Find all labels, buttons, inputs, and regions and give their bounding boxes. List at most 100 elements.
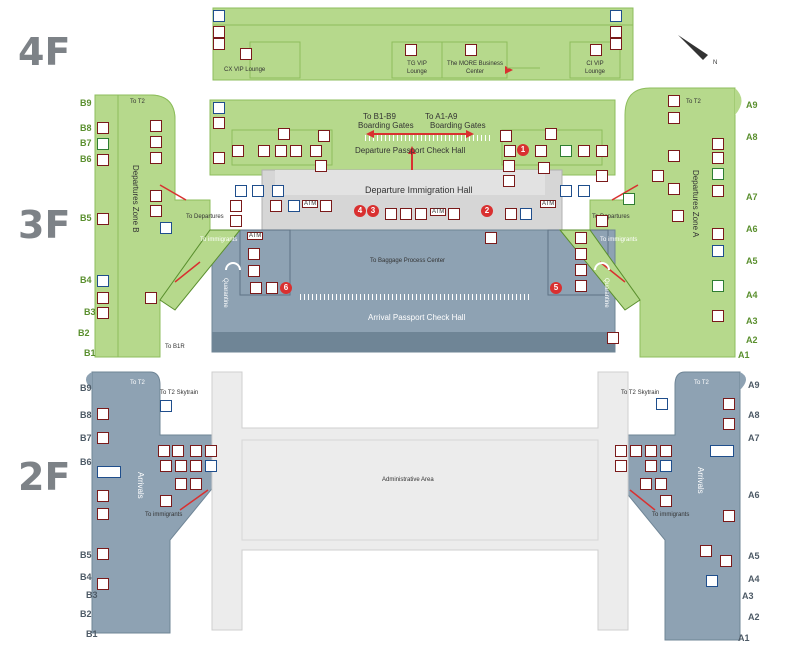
gate-b5-2f: B5 <box>80 550 92 560</box>
shop-icon <box>97 292 109 304</box>
boarding-gates-left-label: Boarding Gates <box>358 121 414 130</box>
wheelchair-icon <box>706 575 718 587</box>
shop-icon <box>596 145 608 157</box>
internet-icon <box>645 460 657 472</box>
help-icon <box>723 510 735 522</box>
restroom-icon <box>213 10 225 22</box>
restaurant-icon <box>503 175 515 187</box>
restroom-icon <box>213 26 225 38</box>
compass-north: N <box>713 60 718 66</box>
gate-b5-3f: B5 <box>80 213 92 223</box>
gate-b6-2f: B6 <box>80 457 92 467</box>
shop-icon <box>535 145 547 157</box>
help-icon <box>150 190 162 202</box>
restroom-icon <box>213 102 225 114</box>
boarding-gates-right-label: Boarding Gates <box>430 121 486 130</box>
shop-icon <box>190 478 202 490</box>
marker-5: 5 <box>550 282 562 294</box>
shop-icon <box>503 160 515 172</box>
wheelchair-icon <box>160 222 172 234</box>
departures-zone-a-label: Departures Zone A <box>691 170 700 238</box>
to-immigrants-2f-right-label: To immigrants <box>652 512 690 518</box>
arrival-plane-icon <box>97 466 121 478</box>
shop-icon <box>575 264 587 276</box>
internet-icon <box>258 145 270 157</box>
shop-icon <box>575 280 587 292</box>
restaurant-icon <box>230 215 242 227</box>
shop-icon <box>712 185 724 197</box>
shop-icon <box>205 445 217 457</box>
gate-a7-2f: A7 <box>748 433 760 443</box>
gate-a5-2f: A5 <box>748 551 760 561</box>
gate-b7-2f: B7 <box>80 433 92 443</box>
gate-b8-2f: B8 <box>80 410 92 420</box>
duty-free-icon <box>97 578 109 590</box>
shop-icon <box>655 478 667 490</box>
restroom-icon <box>190 445 202 457</box>
shop-icon <box>290 145 302 157</box>
book-icon <box>97 275 109 287</box>
restaurant-icon <box>175 460 187 472</box>
duty-free-icon <box>172 445 184 457</box>
to-a1-a9-label: To A1-A9 <box>425 112 458 121</box>
gate-a1-3f: A1 <box>738 350 750 360</box>
shop-icon <box>248 248 260 260</box>
restaurant-icon <box>596 215 608 227</box>
gate-b4-3f: B4 <box>80 275 92 285</box>
lounge-icon <box>240 48 252 60</box>
shop-icon <box>712 152 724 164</box>
shop-icon <box>97 432 109 444</box>
to-t2-3f-right-label: To T2 <box>686 99 701 105</box>
lounge-ci-vip: CI VIP Lounge <box>584 61 606 75</box>
shop-icon <box>150 205 162 217</box>
shop-icon <box>545 128 557 140</box>
to-t2-2f-left-label: To T2 <box>130 380 145 386</box>
atm-label: ATM <box>540 200 557 208</box>
floor-label-2f: 2F <box>18 455 71 499</box>
shop-icon <box>270 200 282 212</box>
gate-a7-3f: A7 <box>746 192 758 202</box>
internet-icon <box>400 208 412 220</box>
shop-icon <box>160 495 172 507</box>
gate-b6-3f: B6 <box>80 154 92 164</box>
gate-b2-3f: B2 <box>78 328 90 338</box>
gate-b1-2f: B1 <box>86 629 98 639</box>
massage-icon <box>504 145 516 157</box>
restroom-icon <box>645 445 657 457</box>
exchange-icon <box>623 193 635 205</box>
restroom-icon <box>213 38 225 50</box>
restroom-icon <box>272 185 284 197</box>
gate-b3-3f: B3 <box>84 307 96 317</box>
book-icon <box>520 208 532 220</box>
restaurant-icon <box>712 228 724 240</box>
shop-icon <box>700 545 712 557</box>
exchange-icon <box>712 280 724 292</box>
departures-zone-b-label: Departures Zone B <box>131 165 140 233</box>
internet-icon <box>150 136 162 148</box>
restroom-icon <box>235 185 247 197</box>
restroom-icon <box>610 26 622 38</box>
arrival-plane-icon <box>710 445 734 457</box>
marker-6: 6 <box>280 282 292 294</box>
floor-2-plan <box>86 371 746 641</box>
arrivals-right-label: Arrivals <box>696 467 705 494</box>
gate-a3-2f: A3 <box>742 591 754 601</box>
duty-free-icon <box>266 282 278 294</box>
shop-icon <box>278 128 290 140</box>
to-b1r-label: To B1R <box>165 344 185 350</box>
to-b1-b9-label: To B1-B9 <box>363 112 396 121</box>
lounge-icon <box>405 44 417 56</box>
restroom-icon <box>720 555 732 567</box>
baby-care-icon <box>205 460 217 472</box>
gate-a2-3f: A2 <box>746 335 758 345</box>
shop-icon <box>160 460 172 472</box>
atm-label: ATM <box>302 200 319 208</box>
exchange-icon <box>145 292 157 304</box>
floor-label-4f: 4F <box>18 30 71 74</box>
medical-cross-icon <box>213 152 225 164</box>
restroom-icon <box>150 152 162 164</box>
restroom-icon <box>252 185 264 197</box>
duty-free-icon <box>672 210 684 222</box>
restaurant-icon <box>158 445 170 457</box>
to-t2-2f-right-label: To T2 <box>694 380 709 386</box>
